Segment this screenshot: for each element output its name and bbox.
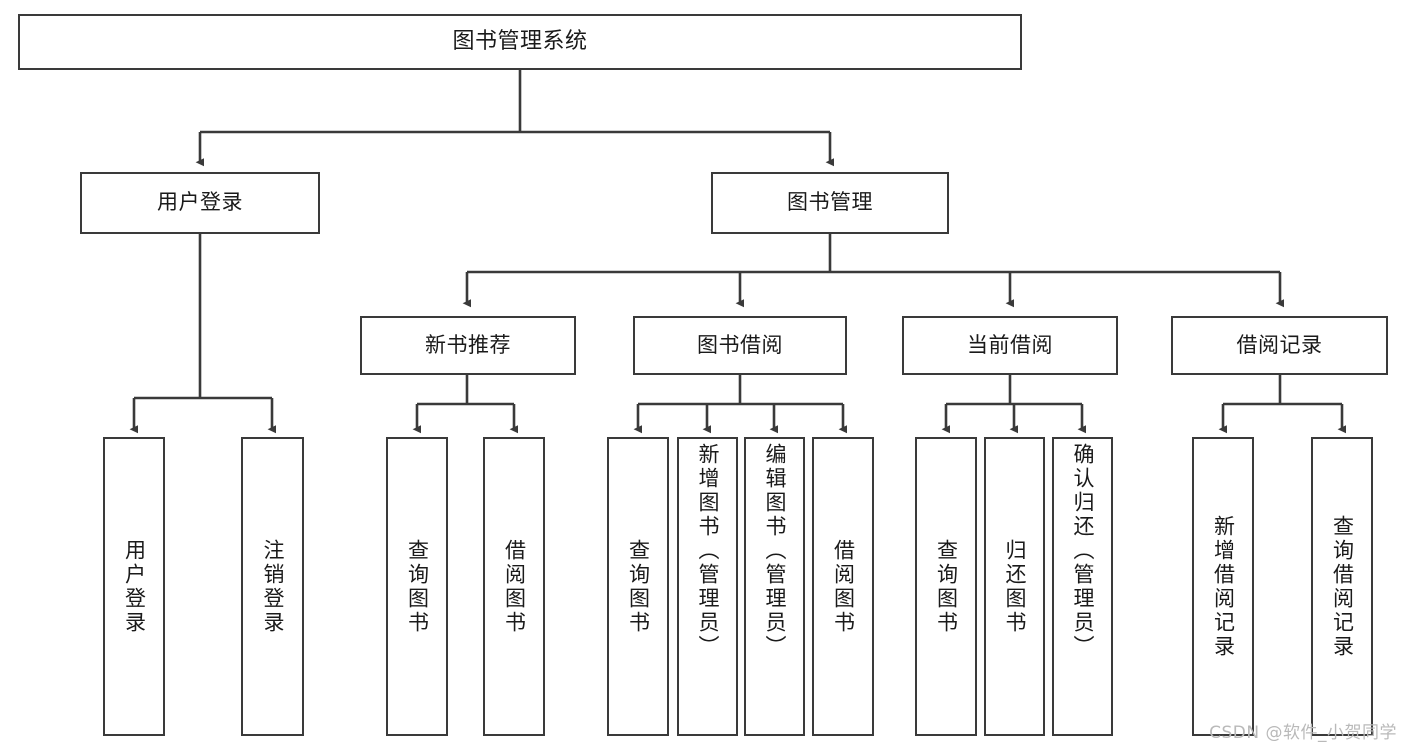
leaf-book-borrow-edit-book-admin[interactable]: 编辑图书（管理员） xyxy=(744,437,805,736)
node-label: 新增借阅记录 xyxy=(1211,514,1236,659)
leaf-book-borrow-add-book-admin[interactable]: 新增图书（管理员） xyxy=(677,437,738,736)
leaf-borrow-record-add-record[interactable]: 新增借阅记录 xyxy=(1192,437,1254,736)
node-label: 用户登录 xyxy=(157,190,243,215)
leaf-new-book-borrow-book[interactable]: 借阅图书 xyxy=(483,437,545,736)
node-book-borrow[interactable]: 图书借阅 xyxy=(633,316,847,375)
node-label: 注销登录 xyxy=(261,538,285,635)
node-label: 查询图书 xyxy=(405,538,430,635)
node-label: 图书管理系统 xyxy=(452,28,588,54)
node-label: 图书管理 xyxy=(787,190,873,215)
node-user-login[interactable]: 用户登录 xyxy=(80,172,320,234)
node-label: 当前借阅 xyxy=(967,332,1053,357)
leaf-borrow-record-query-record[interactable]: 查询借阅记录 xyxy=(1311,437,1373,736)
node-label: 借阅记录 xyxy=(1236,332,1323,357)
node-label: 图书借阅 xyxy=(697,332,783,357)
node-book-management[interactable]: 图书管理 xyxy=(711,172,949,234)
node-label: 借阅图书 xyxy=(502,538,527,635)
leaf-current-borrow-return-book[interactable]: 归还图书 xyxy=(984,437,1045,736)
node-label: 借阅图书 xyxy=(831,538,856,635)
csdn-watermark: CSDN @软件_小贺同学 xyxy=(1209,723,1397,743)
node-label: 编辑图书（管理员） xyxy=(763,443,787,659)
node-label: 确认归还（管理员） xyxy=(1071,443,1095,659)
node-borrow-record[interactable]: 借阅记录 xyxy=(1171,316,1388,375)
node-label: 归还图书 xyxy=(1003,538,1027,635)
leaf-new-book-query-book[interactable]: 查询图书 xyxy=(386,437,448,736)
node-label: 查询图书 xyxy=(626,538,651,635)
leaf-book-borrow-borrow-book[interactable]: 借阅图书 xyxy=(812,437,874,736)
node-label: 用户登录 xyxy=(122,538,147,635)
node-label: 查询借阅记录 xyxy=(1330,514,1355,659)
node-current-borrow[interactable]: 当前借阅 xyxy=(902,316,1118,375)
node-label: 查询图书 xyxy=(934,538,959,635)
node-label: 新书推荐 xyxy=(425,332,511,357)
node-root-system[interactable]: 图书管理系统 xyxy=(18,14,1022,70)
leaf-current-borrow-query-book[interactable]: 查询图书 xyxy=(915,437,977,736)
leaf-book-borrow-query-book[interactable]: 查询图书 xyxy=(607,437,669,736)
leaf-user-login-login[interactable]: 用户登录 xyxy=(103,437,165,736)
leaf-user-login-logout[interactable]: 注销登录 xyxy=(241,437,304,736)
leaf-current-borrow-confirm-return-admin[interactable]: 确认归还（管理员） xyxy=(1052,437,1113,736)
node-new-book-recommend[interactable]: 新书推荐 xyxy=(360,316,576,375)
node-label: 新增图书（管理员） xyxy=(696,443,720,659)
